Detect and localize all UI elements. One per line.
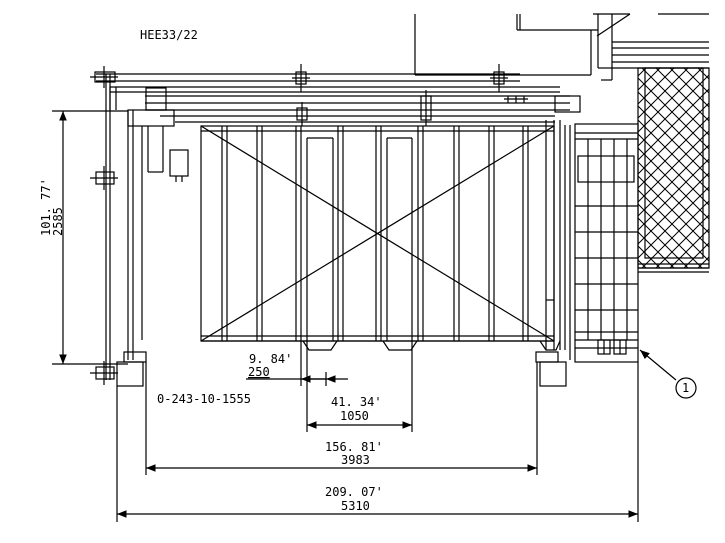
inner-in-label: 156. 81' <box>325 440 383 454</box>
side-posts <box>105 74 189 380</box>
bottom-notches <box>302 340 561 351</box>
overall-dimension <box>116 362 639 522</box>
bolt-symbols <box>90 64 528 385</box>
gate-uprights <box>221 126 529 341</box>
offset-in-label: 9. 84' <box>249 352 292 366</box>
offset-mm-label: 250 <box>248 365 270 379</box>
bolt-top-mid <box>292 64 310 92</box>
hatched-wall-panel <box>637 67 710 273</box>
height-dimension-label: 101. 77' 2585 <box>39 178 65 236</box>
inner-mm-label: 3983 <box>341 453 370 467</box>
door-in-label: 41. 34' <box>331 395 382 409</box>
inner-dimension <box>145 362 538 475</box>
building-structure <box>414 13 709 81</box>
door-mm-label: 1050 <box>340 409 369 423</box>
offset-dimension <box>246 341 348 386</box>
bolt-side-low <box>90 361 118 385</box>
height-mm-label: 2585 <box>51 207 65 236</box>
overall-in-label: 209. 07' <box>325 485 383 499</box>
top-rails <box>96 73 581 127</box>
door-dimension <box>306 341 413 432</box>
bolt-side-mid <box>90 166 118 190</box>
ground-blocks <box>116 351 567 387</box>
callout-leader <box>639 349 697 399</box>
bolt-rail-right <box>504 96 528 103</box>
bolt-top-right <box>490 64 508 92</box>
bolt-rail-mid <box>296 90 432 126</box>
grid-cabinet <box>574 123 639 363</box>
document-code: HEE33/22 <box>140 28 198 42</box>
right-guide <box>545 120 571 360</box>
callout-number: 1 <box>682 381 689 395</box>
gate-frame <box>200 125 555 342</box>
part-number: 0-243-10-1555 <box>157 392 251 406</box>
overall-mm-label: 5310 <box>341 499 370 513</box>
height-dimension <box>52 110 128 365</box>
bolt-top-left <box>90 66 118 88</box>
